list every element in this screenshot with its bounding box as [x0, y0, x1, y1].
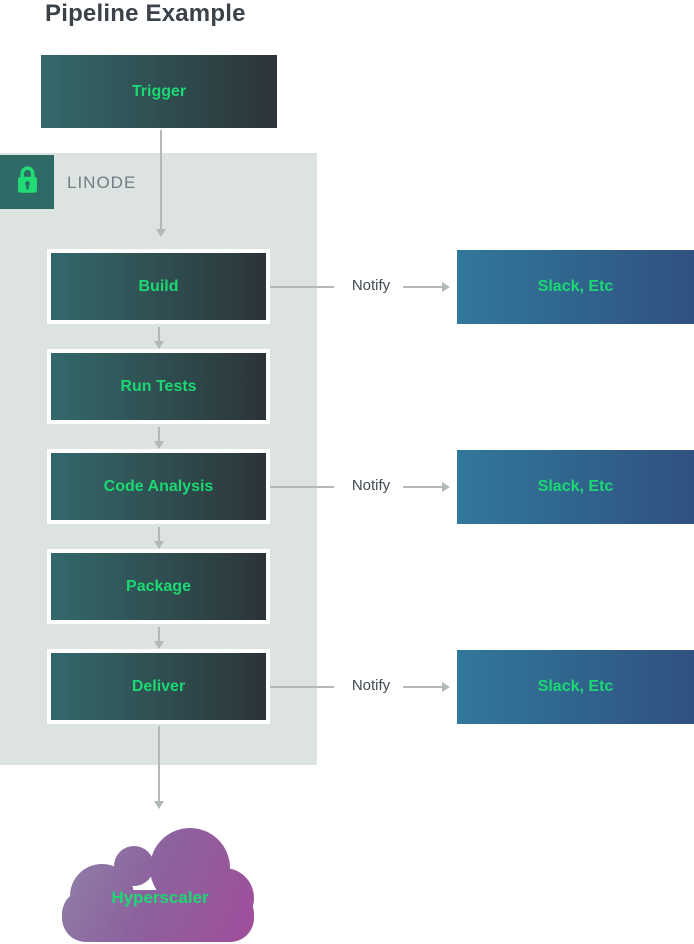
notify-label-deliver: Notify — [351, 677, 391, 694]
node-hyperscaler: Hyperscaler — [62, 826, 254, 942]
node-code-analysis: Code Analysis — [47, 449, 270, 524]
notify-label-build: Notify — [351, 277, 391, 294]
linode-label: LINODE — [67, 173, 137, 192]
lock-icon — [14, 163, 41, 201]
node-deliver: Deliver — [47, 649, 270, 724]
node-slack-build-label: Slack, Etc — [537, 278, 614, 295]
arrow-codeanalysis-to-package-icon — [154, 527, 164, 549]
node-slack-build: Slack, Etc — [457, 250, 694, 324]
node-build-label: Build — [138, 277, 179, 295]
node-trigger: Trigger — [41, 55, 277, 128]
lock-badge — [0, 155, 54, 209]
notify-arrow-build-icon — [403, 282, 450, 292]
node-hyperscaler-label: Hyperscaler — [111, 888, 209, 907]
node-trigger-label: Trigger — [131, 82, 187, 100]
node-run-tests: Run Tests — [47, 349, 270, 424]
node-slack-deliver: Slack, Etc — [457, 650, 694, 724]
arrow-runtests-to-codeanalysis-icon — [154, 427, 164, 449]
cloud-icon: Hyperscaler — [62, 828, 254, 942]
arrow-build-to-runtests-icon — [154, 327, 164, 349]
node-deliver-label: Deliver — [131, 677, 186, 695]
notify-arrow-codeanalysis-icon — [403, 482, 450, 492]
arrow-package-to-deliver-icon — [154, 627, 164, 649]
node-slack-codeanalysis-label: Slack, Etc — [537, 478, 614, 495]
node-code-analysis-label: Code Analysis — [103, 477, 214, 495]
page-title: Pipeline Example — [45, 0, 246, 27]
node-slack-codeanalysis: Slack, Etc — [457, 450, 694, 524]
notify-line-build-icon — [270, 286, 334, 288]
notify-line-deliver-icon — [270, 686, 334, 688]
node-build: Build — [47, 249, 270, 324]
notify-arrow-deliver-icon — [403, 682, 450, 692]
arrow-trigger-to-build-icon — [156, 130, 166, 237]
notify-line-codeanalysis-icon — [270, 486, 334, 488]
node-run-tests-label: Run Tests — [120, 377, 197, 395]
node-package: Package — [47, 549, 270, 624]
arrow-deliver-to-hyperscaler-icon — [154, 726, 164, 809]
node-slack-deliver-label: Slack, Etc — [537, 678, 614, 695]
notify-label-codeanalysis: Notify — [351, 477, 391, 494]
node-package-label: Package — [126, 577, 191, 595]
